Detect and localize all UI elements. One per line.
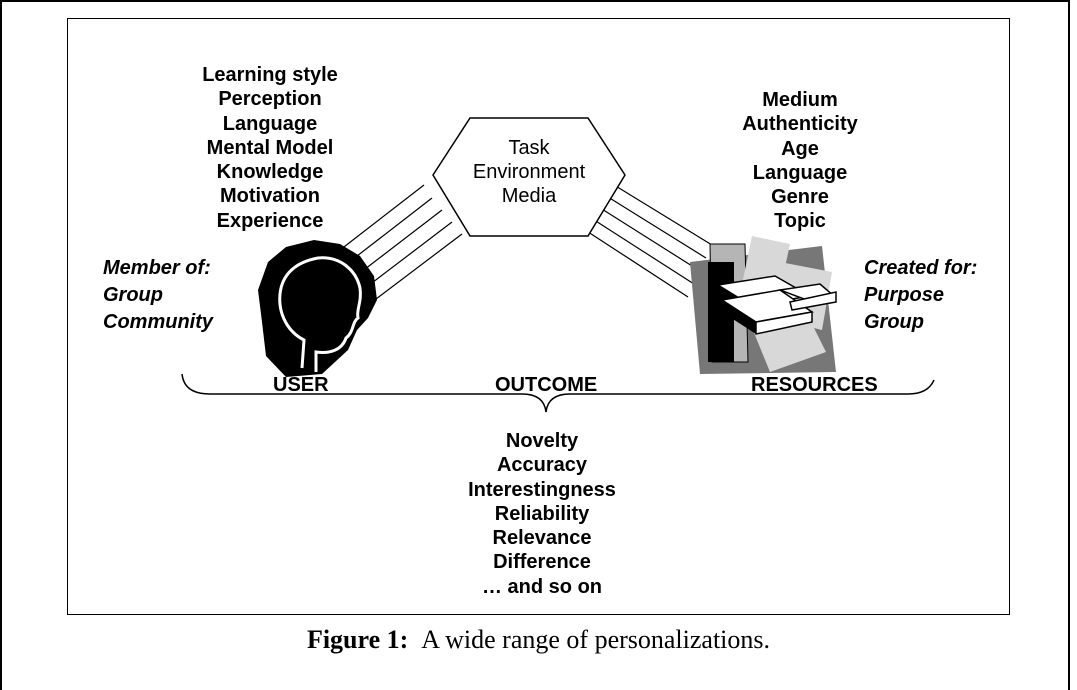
member-of-item: Group [103,284,163,306]
task-hexagon [432,117,626,237]
user-label: USER [273,374,329,396]
created-for-item: Group [864,311,924,333]
user-attribute: Experience [216,209,324,232]
resource-attribute: Authenticity [742,113,858,136]
outcome-item: Difference [493,551,591,574]
caption-prefix: Figure 1: [306,625,409,654]
outcome-label: OUTCOME [495,374,598,396]
member-of-item: Community [103,311,213,333]
figure-caption: Figure 1: A wide range of personalizatio… [0,625,1077,655]
figure-frame [67,18,1010,615]
task-line: Environment [472,161,586,183]
outcome-item: Accuracy [496,454,588,477]
created-for-item: Purpose [864,284,945,306]
resource-attribute: Medium [762,89,838,111]
user-attribute: Language [222,112,318,135]
task-line: Task [508,137,550,159]
resource-attribute: Topic [774,210,826,233]
books-clipart-icon [690,236,837,374]
user-attribute: Motivation [220,185,320,208]
resource-connector-lines [581,179,713,298]
member-of-title: Member of: [103,257,211,279]
user-connector-lines [339,184,463,303]
user-attribute: Mental Model [206,136,334,159]
resource-attribute: Genre [771,186,829,209]
outcome-item: Interestingness [468,478,616,501]
member-of-block: Member of: Group Community [103,255,213,336]
outcome-item-list: Novelty Accuracy Interestingness Reliabi… [442,429,642,599]
task-line: Media [501,185,557,207]
resource-attribute: Age [781,137,819,160]
head-silhouette-icon [258,240,377,377]
outcome-item: Reliability [494,502,590,525]
created-for-title: Created for: [864,257,978,279]
caption-text: A wide range of personalizations. [421,625,771,654]
resource-attribute-list: Medium Authenticity Age Language Genre T… [710,88,890,234]
task-hexagon-text: Task Environment Media [459,136,599,208]
resource-attribute: Language [752,161,848,184]
created-for-block: Created for: Purpose Group [864,255,977,336]
resources-label: RESOURCES [751,374,878,396]
user-attribute-list: Learning style Perception Language Menta… [170,63,370,233]
outcome-brace [181,373,935,413]
user-attribute: Perception [218,88,322,111]
outcome-item: Novelty [505,430,579,452]
user-attribute: Knowledge [216,161,324,184]
user-attribute: Learning style [202,64,338,86]
outcome-item: Relevance [492,527,592,550]
outcome-item: … and so on [482,575,602,598]
